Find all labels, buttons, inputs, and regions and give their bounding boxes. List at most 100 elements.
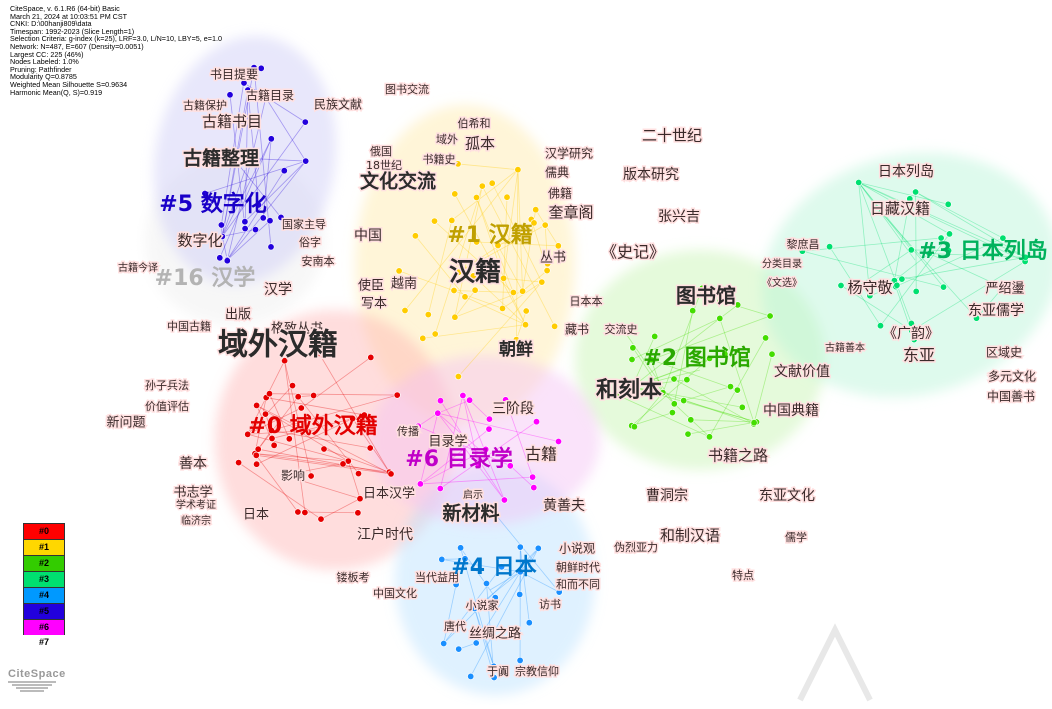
keyword-label[interactable]: 出版 xyxy=(225,308,251,323)
keyword-label[interactable]: 国家主导 xyxy=(282,217,326,231)
network-node[interactable] xyxy=(499,305,505,311)
network-node[interactable] xyxy=(555,243,561,249)
keyword-label[interactable]: 日藏汉籍 xyxy=(870,200,930,218)
keyword-label[interactable]: 数字化 xyxy=(177,232,222,250)
network-node[interactable] xyxy=(504,194,510,200)
network-node[interactable] xyxy=(544,267,550,273)
network-node[interactable] xyxy=(912,189,918,195)
network-node[interactable] xyxy=(517,657,523,663)
network-node[interactable] xyxy=(767,313,773,319)
keyword-label[interactable]: 东亚儒学 xyxy=(968,303,1024,319)
keyword-label[interactable]: 丝绸之路 xyxy=(469,626,521,642)
keyword-label[interactable]: 图书交流 xyxy=(385,82,429,96)
network-node[interactable] xyxy=(460,392,466,398)
keyword-label[interactable]: 古籍善本 xyxy=(825,341,865,354)
keyword-label[interactable]: 伯希和 xyxy=(458,116,491,130)
network-node[interactable] xyxy=(452,191,458,197)
keyword-label[interactable]: 文化交流 xyxy=(360,170,436,193)
network-node[interactable] xyxy=(856,179,862,185)
network-node[interactable] xyxy=(510,289,516,295)
network-node[interactable] xyxy=(535,545,541,551)
keyword-label[interactable]: 小说家 xyxy=(466,598,499,612)
network-node[interactable] xyxy=(652,333,658,339)
keyword-label[interactable]: 严绍璗 xyxy=(985,281,1024,297)
keyword-label[interactable]: 新材料 xyxy=(442,502,499,525)
network-node[interactable] xyxy=(252,226,258,232)
network-node[interactable] xyxy=(340,461,346,467)
network-node[interactable] xyxy=(631,424,637,430)
keyword-label[interactable]: 《史记》 xyxy=(601,243,665,262)
network-node[interactable] xyxy=(751,420,757,426)
network-node[interactable] xyxy=(224,258,230,264)
keyword-label[interactable]: 访书 xyxy=(539,598,561,611)
network-node[interactable] xyxy=(629,356,635,362)
network-node[interactable] xyxy=(242,225,248,231)
keyword-label[interactable]: 于阗 xyxy=(487,665,509,678)
network-node[interactable] xyxy=(826,244,832,250)
keyword-label[interactable]: 善本 xyxy=(179,456,207,472)
keyword-label[interactable]: 丛书 xyxy=(540,251,566,266)
keyword-label[interactable]: 古籍 xyxy=(525,445,557,464)
network-node[interactable] xyxy=(302,119,308,125)
keyword-label[interactable]: 日本列岛 xyxy=(878,164,934,180)
keyword-label[interactable]: 黎庶昌 xyxy=(787,237,820,251)
keyword-label[interactable]: 临济宗 xyxy=(181,514,211,527)
network-node[interactable] xyxy=(727,383,733,389)
keyword-label[interactable]: 和刻本 xyxy=(596,377,662,403)
keyword-label[interactable]: 使臣 xyxy=(358,278,384,294)
network-node[interactable] xyxy=(479,183,485,189)
keyword-label[interactable]: 文献价值 xyxy=(774,364,830,380)
network-node[interactable] xyxy=(388,471,394,477)
network-node[interactable] xyxy=(451,287,457,293)
keyword-label[interactable]: 古籍目录 xyxy=(246,88,294,103)
network-node[interactable] xyxy=(432,331,438,337)
network-node[interactable] xyxy=(473,194,479,200)
keyword-label[interactable]: 藏书 xyxy=(565,323,589,337)
network-node[interactable] xyxy=(945,201,951,207)
network-node[interactable] xyxy=(258,65,264,71)
keyword-label[interactable]: 《广韵》 xyxy=(883,326,939,342)
keyword-label[interactable]: 交流史 xyxy=(605,322,638,336)
network-node[interactable] xyxy=(268,136,274,142)
keyword-label[interactable]: 日本本 xyxy=(570,294,603,308)
keyword-label[interactable]: 镂板考 xyxy=(337,570,370,584)
network-node[interactable] xyxy=(684,377,690,383)
keyword-label[interactable]: 朝鲜时代 xyxy=(556,560,600,574)
network-node[interactable] xyxy=(681,397,687,403)
keyword-label[interactable]: 民族文献 xyxy=(314,97,362,112)
keyword-label[interactable]: 日本汉学 xyxy=(363,486,415,502)
keyword-label[interactable]: 中国 xyxy=(354,228,382,244)
keyword-label[interactable]: 中国文化 xyxy=(373,586,417,600)
network-node[interactable] xyxy=(455,161,461,167)
keyword-label[interactable]: 东亚 xyxy=(903,346,935,365)
keyword-label[interactable]: 中国典籍 xyxy=(763,402,819,419)
keyword-label[interactable]: 安南本 xyxy=(302,254,335,268)
keyword-label[interactable]: 汉学研究 xyxy=(545,146,593,161)
keyword-label[interactable]: 《文选》 xyxy=(762,276,802,289)
network-node[interactable] xyxy=(717,315,723,321)
keyword-label[interactable]: 汉籍 xyxy=(449,257,501,288)
network-node[interactable] xyxy=(669,409,675,415)
network-node[interactable] xyxy=(671,376,677,382)
network-node[interactable] xyxy=(235,459,241,465)
network-node[interactable] xyxy=(441,640,447,646)
keyword-label[interactable]: 日本 xyxy=(243,508,269,523)
network-node[interactable] xyxy=(489,180,495,186)
keyword-label[interactable]: 汉学 xyxy=(264,282,292,298)
keyword-label[interactable]: 学术考证 xyxy=(176,498,216,511)
network-node[interactable] xyxy=(255,446,261,452)
keyword-label[interactable]: 价值评估 xyxy=(145,400,189,413)
network-node[interactable] xyxy=(417,481,423,487)
keyword-label[interactable]: 朝鲜 xyxy=(499,339,533,360)
network-node[interactable] xyxy=(706,434,712,440)
keyword-label[interactable]: 唐代 xyxy=(444,619,466,633)
network-node[interactable] xyxy=(526,620,532,626)
keyword-label[interactable]: 中国善书 xyxy=(987,389,1035,404)
network-node[interactable] xyxy=(539,279,545,285)
keyword-label[interactable]: 古籍保护 xyxy=(183,98,227,112)
network-node[interactable] xyxy=(466,397,472,403)
network-node[interactable] xyxy=(452,314,458,320)
keyword-label[interactable]: 写本 xyxy=(361,297,387,312)
network-node[interactable] xyxy=(523,308,529,314)
network-node[interactable] xyxy=(500,275,506,281)
